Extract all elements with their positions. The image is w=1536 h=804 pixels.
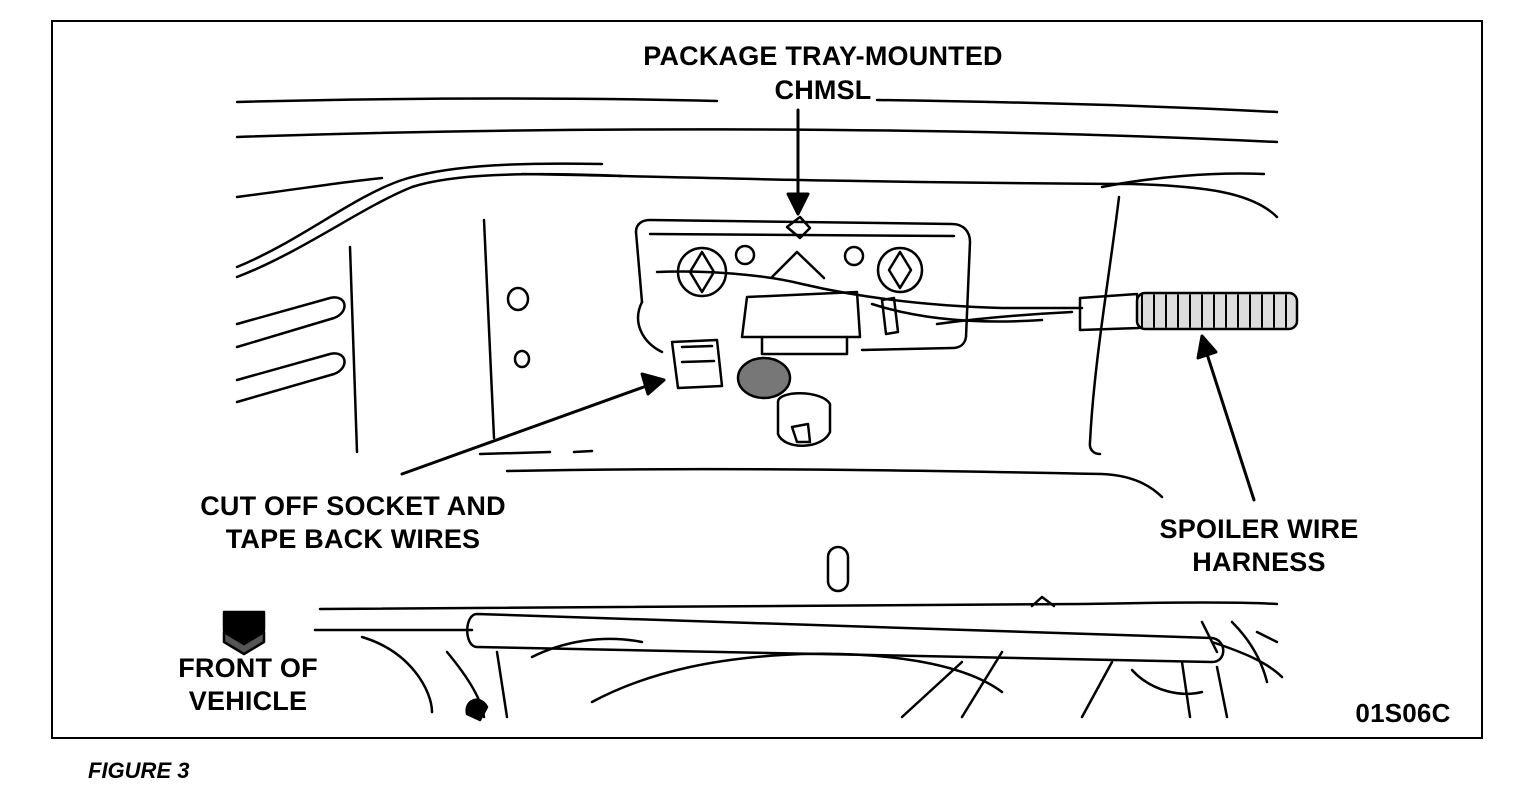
label-cut-off-line1: CUT OFF SOCKET AND (200, 491, 506, 521)
cut-off-socket (670, 296, 900, 400)
label-cut-off-line2: TAPE BACK WIRES (225, 524, 481, 554)
deck-bar (466, 612, 1225, 664)
label-front-line1: FRONT OF (178, 653, 318, 683)
front-of-vehicle-arrow-icon (222, 610, 266, 656)
label-spoiler-line2: HARNESS (1192, 547, 1326, 577)
arrow-to-harness (1196, 334, 1256, 502)
label-package-tray-line1: PACKAGE TRAY-MOUNTED (643, 41, 1003, 71)
figure-code: 01S06C (1355, 698, 1451, 728)
rear-window-edge (235, 97, 719, 104)
figure-frame: PACKAGE TRAY-MOUNTED CHMSL CUT OFF SOCKE… (51, 20, 1483, 739)
right-panel-edge (1088, 195, 1121, 456)
spoiler-wire-harness (1078, 291, 1299, 332)
wire-harness (655, 270, 1084, 310)
label-front-line2: VEHICLE (188, 686, 308, 716)
arrow-to-socket (400, 372, 666, 476)
slot (826, 545, 850, 593)
line-drawing (222, 97, 1299, 722)
label-package-tray-line2: CHMSL (774, 75, 872, 105)
chmsl-lamp-housing (634, 215, 972, 356)
figure-caption: FIGURE 3 (88, 758, 190, 783)
arrow-to-chmsl (786, 108, 810, 216)
mounting-nut (776, 392, 832, 447)
label-spoiler-line1: SPOILER WIRE (1159, 514, 1359, 544)
